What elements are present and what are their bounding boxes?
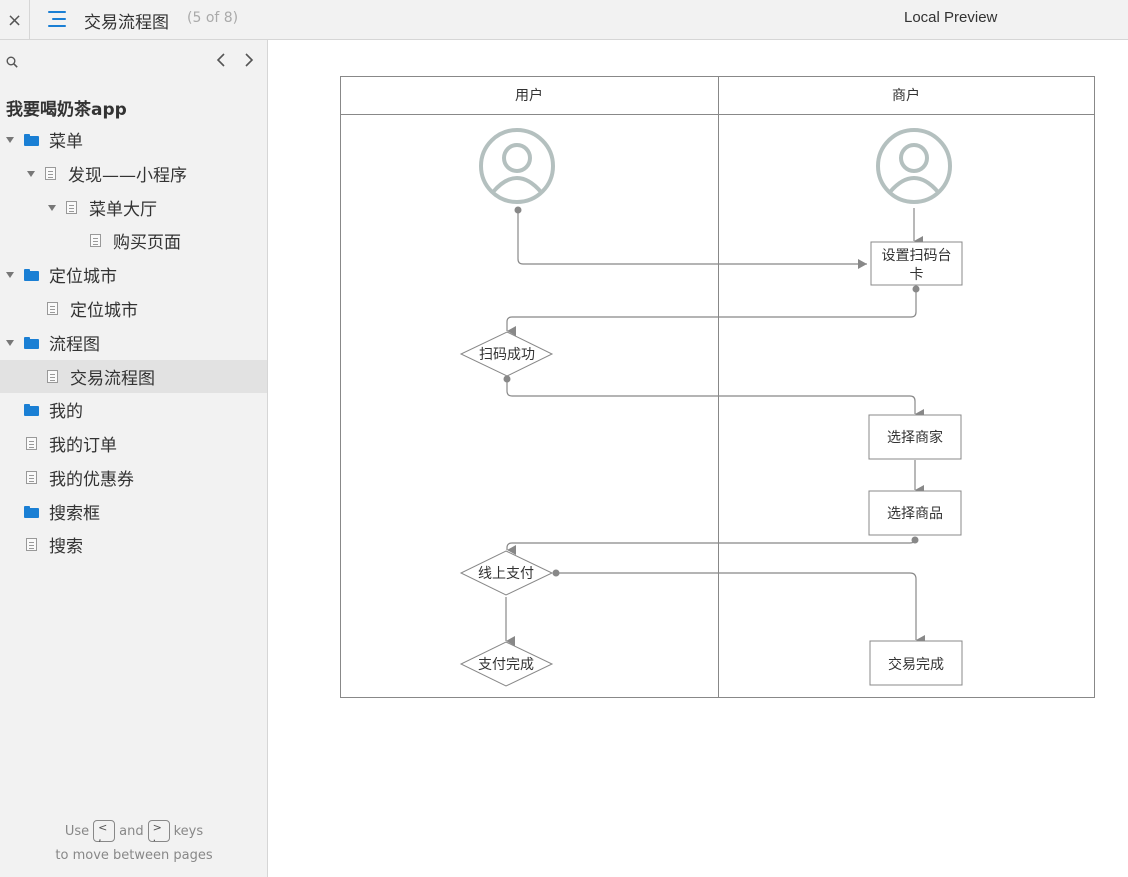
sidebar-item-locate-page[interactable]: 定位城市 [0, 292, 267, 325]
node-set-card[interactable]: 设置扫码台 卡 [870, 241, 963, 286]
folder-icon [24, 133, 39, 146]
sidebar-item-label: 菜单 [49, 132, 83, 152]
hint-text: and [119, 823, 144, 839]
folder-icon [24, 336, 39, 349]
sidebar-item-discover[interactable]: 发现——小程序 [0, 157, 267, 190]
key-next: > . [147, 820, 170, 843]
prev-page-button[interactable] [212, 52, 230, 72]
node-pay-done[interactable]: 支付完成 [459, 641, 554, 687]
hint-text: to move between pages [55, 848, 213, 863]
sidebar-item-search[interactable]: 搜索 [0, 528, 267, 561]
expand-caret-icon[interactable] [4, 134, 16, 146]
page-icon [26, 471, 37, 484]
sidebar-item-label: 菜单大厅 [89, 200, 157, 220]
sidebar-item-label: 定位城市 [70, 301, 138, 321]
folder-icon [24, 505, 39, 518]
search-icon[interactable] [6, 56, 18, 68]
page-icon [26, 437, 37, 450]
node-label: 交易完成 [888, 656, 944, 673]
node-scan-success[interactable]: 扫码成功 [459, 331, 554, 377]
sidebar-item-searchbox[interactable]: 搜索框 [0, 495, 267, 528]
sidebar-item-coupons[interactable]: 我的优惠券 [0, 461, 267, 494]
sidebar-item-label: 发现——小程序 [68, 166, 187, 186]
page-count: (5 of 8) [187, 10, 239, 26]
connector-dots [503, 206, 920, 577]
sidebar-item-menu[interactable]: 菜单 [0, 123, 267, 156]
hint-text: keys [173, 823, 204, 839]
sidebar-item-flowchart-folder[interactable]: 流程图 [0, 326, 267, 359]
sidebar-item-label: 我的优惠券 [49, 470, 134, 490]
page-icon [90, 234, 101, 247]
sidebar-item-label: 我的 [49, 402, 83, 422]
page-icon [47, 370, 58, 383]
sidebar-item-mine[interactable]: 我的 [0, 393, 267, 426]
sidebar-item-label: 我的订单 [49, 436, 117, 456]
page-title: 交易流程图 [84, 13, 169, 33]
keyboard-hint: Use < , and > . keys to move between pag… [0, 820, 268, 863]
sidebar-item-trade-flow[interactable]: 交易流程图 [0, 360, 267, 393]
folder-icon [24, 268, 39, 281]
node-label: 线上支付 [478, 566, 534, 582]
sidebar-item-label: 定位城市 [49, 267, 117, 287]
node-label-part: 卡 [910, 267, 924, 283]
sidebar-item-label: 交易流程图 [70, 369, 155, 389]
node-choose-goods[interactable]: 选择商品 [868, 490, 962, 536]
expand-caret-icon[interactable] [4, 337, 16, 349]
page-icon [47, 302, 58, 315]
node-label: 选择商品 [887, 506, 943, 522]
sidebar-item-purchase[interactable]: 购买页面 [0, 224, 267, 257]
folder-icon [24, 403, 39, 416]
node-choose-shop[interactable]: 选择商家 [868, 414, 962, 460]
user-avatar-icon [479, 128, 555, 204]
node-pay-online[interactable]: 线上支付 [459, 550, 554, 596]
node-label-part: 设置扫码台 [882, 248, 952, 264]
sidebar: 我要喝奶茶app 菜单 发现——小程序 菜单大厅 购买页面 定位城市 定位城市 … [0, 40, 268, 877]
lane-user-label: 用户 [515, 87, 543, 104]
sidebar-item-label: 搜索框 [49, 504, 100, 524]
page-icon [45, 167, 56, 180]
project-title: 我要喝奶茶app [6, 100, 127, 120]
close-icon: × [6, 9, 23, 31]
page-icon [26, 538, 37, 551]
key-prev: < , [93, 820, 116, 843]
node-label: 扫码成功 [479, 347, 535, 363]
sidebar-item-label: 流程图 [49, 335, 100, 355]
close-button[interactable]: × [0, 0, 30, 40]
hint-text: Use [64, 823, 90, 839]
page-icon [66, 201, 77, 214]
sidebar-item-locate-folder[interactable]: 定位城市 [0, 258, 267, 291]
node-trade-done[interactable]: 交易完成 [869, 640, 963, 686]
expand-caret-icon[interactable] [46, 202, 58, 214]
node-label: 支付完成 [478, 657, 534, 673]
sidebar-item-menu-hall[interactable]: 菜单大厅 [0, 191, 267, 224]
sidebar-item-orders[interactable]: 我的订单 [0, 427, 267, 460]
merchant-avatar-icon [876, 128, 952, 204]
chevron-right-icon [245, 53, 254, 67]
menu-icon[interactable] [46, 9, 68, 31]
sidebar-item-label: 购买页面 [113, 233, 181, 253]
top-bar: × 交易流程图 (5 of 8) Local Preview [0, 0, 1128, 40]
swimlane-diagram: 用户 商户 设置扫码台 卡 扫码成功 选择 [340, 76, 1095, 698]
sidebar-item-label: 搜索 [49, 537, 83, 557]
expand-caret-icon[interactable] [4, 269, 16, 281]
preview-label: Local Preview [904, 9, 998, 26]
chevron-left-icon [216, 53, 225, 67]
lane-merchant-label: 商户 [892, 87, 920, 104]
swimlane-frame [340, 76, 1095, 698]
next-page-button[interactable] [240, 52, 258, 72]
node-label: 选择商家 [887, 429, 943, 446]
expand-caret-icon[interactable] [25, 168, 37, 180]
